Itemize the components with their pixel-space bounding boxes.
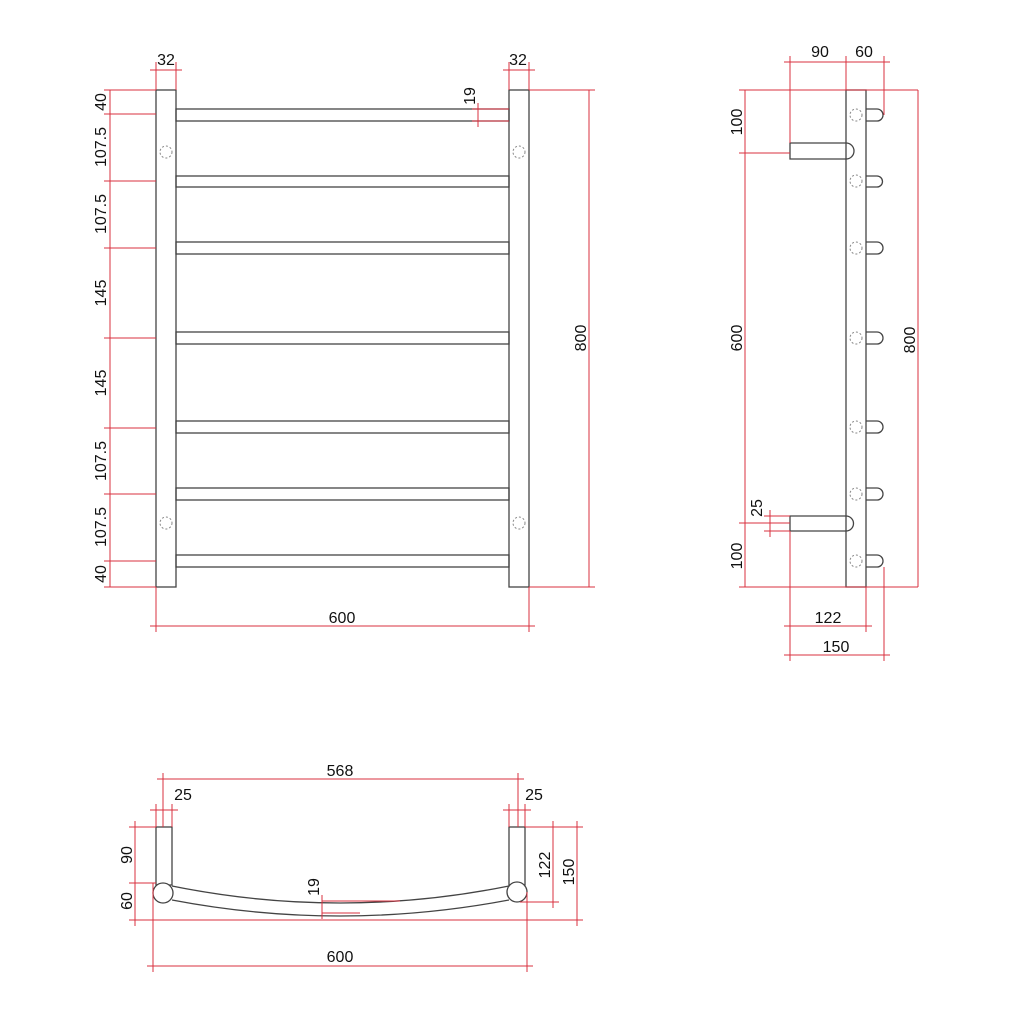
front-dimension-lines xyxy=(104,62,595,632)
dim-spacing: 107.5 xyxy=(93,127,110,167)
right-post-section xyxy=(506,881,528,903)
dim-bracket-depth: 90 xyxy=(811,44,829,61)
rails xyxy=(175,108,510,568)
rail xyxy=(175,554,510,568)
dim-centers-label-left: 25 xyxy=(174,787,192,804)
dim-top-depth-to-post: 122 xyxy=(537,852,554,879)
dim-spacing: 40 xyxy=(93,93,110,111)
top-bracket xyxy=(789,142,855,160)
dim-spacing: 107.5 xyxy=(93,441,110,481)
dim-spacing: 107.5 xyxy=(93,194,110,234)
left-post-section xyxy=(152,882,174,904)
dim-overall-depth: 150 xyxy=(823,639,850,656)
dim-rail-offset: 60 xyxy=(855,44,873,61)
bottom-bracket xyxy=(789,515,855,532)
top-dimension-lines xyxy=(129,773,583,972)
dim-bracket-span: 600 xyxy=(729,325,746,352)
top-view: 25 25 568 90 60 19 600 122 150 xyxy=(119,763,583,972)
rail xyxy=(175,487,510,501)
rail xyxy=(175,175,510,188)
dim-depth-to-post: 122 xyxy=(815,610,842,627)
dim-top-bracket: 100 xyxy=(729,109,746,136)
dim-side-overall-height: 800 xyxy=(902,327,919,354)
dim-bottom-bracket: 100 xyxy=(729,543,746,570)
rail-ends xyxy=(866,108,884,568)
rail-curve-bottom xyxy=(171,899,510,917)
dim-top-bracket-depth: 90 xyxy=(119,846,136,864)
dim-spacing: 40 xyxy=(93,565,110,583)
dim-top-rail-diameter: 19 xyxy=(306,878,323,896)
side-view: 90 60 100 600 100 25 800 122 150 xyxy=(729,44,919,661)
top-left-bracket xyxy=(155,826,173,886)
dim-centers: 568 xyxy=(327,763,354,780)
dim-spacing: 145 xyxy=(93,370,110,397)
rail-curve-top xyxy=(171,885,510,904)
dim-spacing: 145 xyxy=(93,280,110,307)
dim-top-rail-offset: 60 xyxy=(119,892,136,910)
side-dimension-lines xyxy=(739,56,919,661)
mount-hole xyxy=(512,145,526,159)
mount-hole xyxy=(159,516,173,530)
dim-top-overall-depth: 150 xyxy=(561,859,578,886)
dim-post-width-left: 32 xyxy=(157,52,175,69)
side-mount-holes xyxy=(849,108,863,568)
mount-holes xyxy=(159,145,526,530)
dim-bracket-thickness: 25 xyxy=(749,499,766,517)
top-right-bracket xyxy=(508,826,526,886)
mount-hole xyxy=(512,516,526,530)
rail xyxy=(175,331,510,345)
rail xyxy=(175,108,510,122)
dim-overall-width: 600 xyxy=(329,610,356,627)
dim-overall-height: 800 xyxy=(573,325,590,352)
left-post xyxy=(155,89,177,588)
dim-spacing: 107.5 xyxy=(93,507,110,547)
side-post xyxy=(845,89,867,588)
rail xyxy=(175,241,510,255)
dim-post-right: 25 xyxy=(525,787,543,804)
front-view: 32 32 19 40 107.5 107.5 145 145 107.5 10… xyxy=(93,52,595,632)
right-post xyxy=(508,89,530,588)
dim-post-width-right: 32 xyxy=(509,52,527,69)
dim-rail-diameter: 19 xyxy=(462,87,479,105)
dim-top-overall-width: 600 xyxy=(327,949,354,966)
mount-hole xyxy=(159,145,173,159)
rail xyxy=(175,420,510,434)
